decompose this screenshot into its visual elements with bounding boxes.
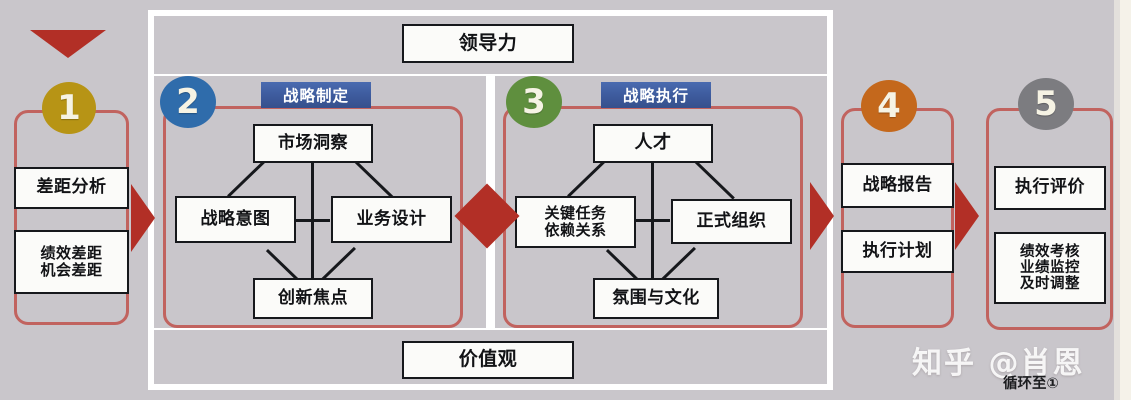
stage-1-box-1: 差距分析 xyxy=(14,167,129,209)
stage-3-box-top: 人才 xyxy=(593,124,713,163)
stage-2-box-right-label: 业务设计 xyxy=(356,208,427,229)
stage-2-box-bottom: 创新焦点 xyxy=(253,278,373,319)
stage-4-number: 4 xyxy=(861,80,917,132)
stage-2-box-left: 战略意图 xyxy=(175,196,296,243)
stage-1-box-2: 绩效差距 机会差距 xyxy=(14,230,129,294)
leadership-label: 领导力 xyxy=(458,31,518,54)
stage-4-box-2: 执行计划 xyxy=(841,230,954,273)
stage-4-box-1-label: 战略报告 xyxy=(862,174,933,195)
stage-3-box-left: 关键任务 依赖关系 xyxy=(515,196,636,248)
stage-2-box-right: 业务设计 xyxy=(331,196,452,243)
values-label: 价值观 xyxy=(458,348,518,371)
stage-2-box-bottom-label: 创新焦点 xyxy=(278,287,348,308)
stage-2-connector-horizontal xyxy=(296,219,330,222)
stage-2-connector-vertical xyxy=(311,160,314,300)
stage-3-box-left-line-1: 关键任务 xyxy=(544,204,607,223)
cycle-note: 循环至① xyxy=(1003,376,1059,392)
stage-3-box-right-label: 正式组织 xyxy=(696,210,767,231)
stage-2-header: 战略制定 xyxy=(261,82,371,108)
stage-3-number: 3 xyxy=(506,76,562,128)
stage-2-box-top-label: 市场洞察 xyxy=(278,132,348,153)
stage-3-connector-vertical xyxy=(651,160,654,300)
stage-2-box-left-label: 战略意图 xyxy=(200,208,271,229)
stage-3-box-right: 正式组织 xyxy=(671,199,792,244)
stage-1-box-1-label: 差距分析 xyxy=(36,177,107,198)
stage-3-header-label: 战略执行 xyxy=(622,87,689,105)
edge-strip-outer xyxy=(1120,0,1131,400)
stage-3-box-bottom: 氛围与文化 xyxy=(593,278,719,319)
entry-arrow-icon xyxy=(30,30,106,58)
stage-3-box-top-label: 人才 xyxy=(634,132,672,154)
stage-5-box-2-line-1: 绩效考核 xyxy=(1020,243,1080,260)
leadership-box: 领导力 xyxy=(402,24,574,63)
stage-1-box-2-line-1: 绩效差距 xyxy=(40,244,103,263)
stage-5-box-1-label: 执行评价 xyxy=(1015,177,1085,198)
arrow-stage3-to-stage4-icon xyxy=(810,182,834,250)
stage-2-number: 2 xyxy=(160,76,216,128)
stage-3-header: 战略执行 xyxy=(601,82,711,108)
stage-5-box-2-line-3: 及时调整 xyxy=(1020,276,1080,293)
values-box: 价值观 xyxy=(402,341,574,379)
edge-strip-inner xyxy=(1114,0,1120,400)
stage-3-connector-horizontal xyxy=(636,219,670,222)
stage-4-box-1: 战略报告 xyxy=(841,163,954,208)
stage-3-box-left-line-2: 依赖关系 xyxy=(544,221,607,239)
arrow-stage4-to-stage5-icon xyxy=(955,182,979,250)
stage-4-box-2-label: 执行计划 xyxy=(862,240,933,261)
stage-5-box-2: 绩效考核 业绩监控 及时调整 xyxy=(994,232,1106,304)
stage-5-box-1: 执行评价 xyxy=(994,166,1106,210)
arrow-stage1-to-stage2-icon xyxy=(131,184,155,252)
stage-3-box-bottom-label: 氛围与文化 xyxy=(612,287,700,308)
stage-1-number: 1 xyxy=(42,82,96,134)
stage-5-number: 5 xyxy=(1018,78,1074,130)
stage-2-header-label: 战略制定 xyxy=(282,87,349,105)
stage-1-box-2-line-2: 机会差距 xyxy=(40,261,103,279)
watermark: 知乎 @肖恩 xyxy=(912,346,1085,381)
stage-5-box-2-line-2: 业绩监控 xyxy=(1020,259,1080,276)
stage-2-box-top: 市场洞察 xyxy=(253,124,373,163)
stage-4-container xyxy=(841,108,954,328)
